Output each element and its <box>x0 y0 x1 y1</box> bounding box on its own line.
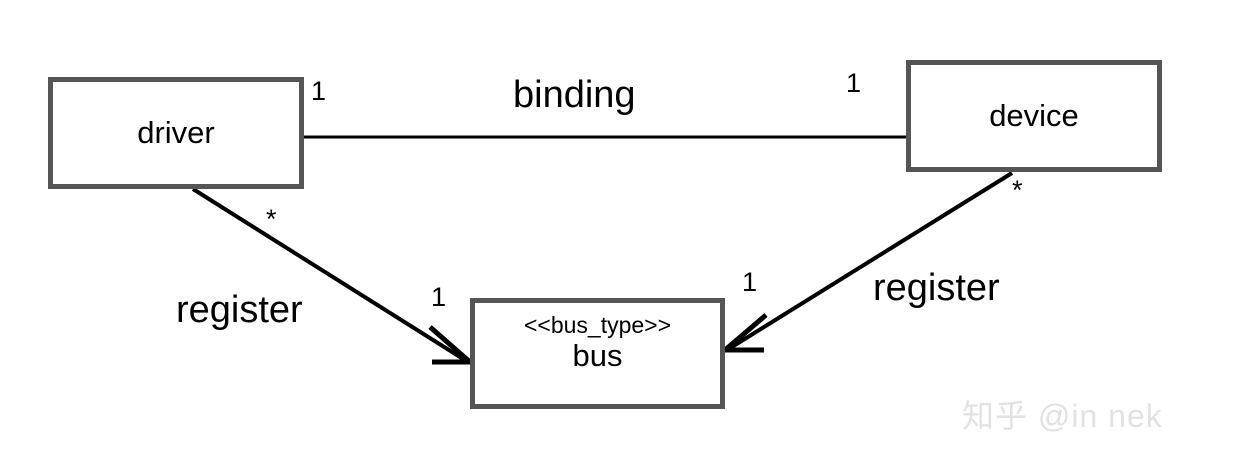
edge-label-register-left: register <box>176 289 303 331</box>
arrowhead-register-left <box>428 325 472 365</box>
class-node-bus-label: bus <box>572 338 623 374</box>
multiplicity-bus-register-left: 1 <box>431 282 447 312</box>
class-node-driver-label: driver <box>137 115 215 151</box>
class-node-device-label: device <box>989 98 1079 134</box>
multiplicity-bus-register-right: 1 <box>742 267 758 297</box>
multiplicity-device-binding: 1 <box>846 68 862 98</box>
class-node-bus-stereotype: <<bus_type>> <box>523 312 672 338</box>
multiplicity-device-register: * <box>1012 175 1023 205</box>
edge-line-register-left <box>191 187 470 364</box>
edge-line-register-right <box>725 171 1014 352</box>
edge-label-register-right: register <box>873 267 1000 309</box>
edge-label-binding: binding <box>513 74 636 116</box>
multiplicity-driver-register: * <box>266 204 277 234</box>
class-node-device[interactable]: device <box>906 60 1162 172</box>
class-node-driver[interactable]: driver <box>48 77 304 189</box>
class-node-bus[interactable]: <<bus_type>> bus <box>470 298 725 409</box>
multiplicity-driver-binding: 1 <box>311 76 327 106</box>
watermark: 知乎 @in nek <box>962 398 1163 434</box>
arrowhead-register-right <box>723 313 768 353</box>
